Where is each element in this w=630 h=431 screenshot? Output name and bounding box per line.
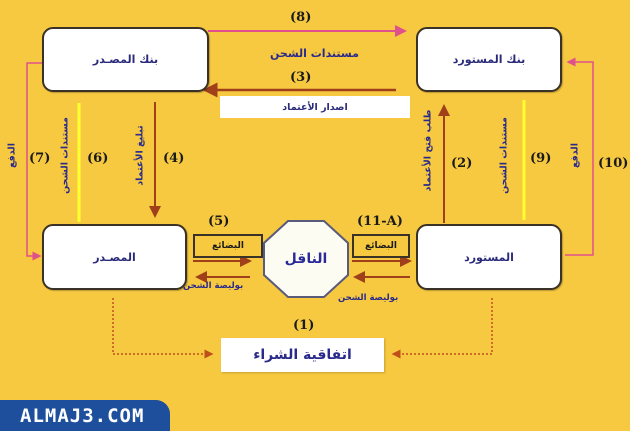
step-10-label: الدفع: [569, 142, 581, 169]
step-4-label: تبليغ الأعتماد: [134, 125, 146, 186]
node-exporter-bank: بنك المصـدر: [42, 27, 209, 92]
watermark-text: ALMAJ3.COM: [20, 404, 145, 427]
step-9-label: مستندات الشحن: [498, 117, 510, 194]
step-5-goods-label: البضائع: [212, 241, 244, 251]
node-purchase-agreement-label: اتفاقية الشراء: [253, 347, 352, 363]
step-2-number: (2): [451, 156, 473, 171]
step-11-goods-box: البضائع: [352, 234, 410, 258]
step-1-number: (1): [293, 318, 315, 333]
dotted-exporter-agreement: [112, 298, 214, 359]
step-11-bill-label: بوليصة الشحن: [338, 293, 399, 303]
arrow-step-7: [26, 62, 42, 261]
node-importer: المستورد: [416, 224, 562, 290]
step-6-label: مستندات الشحن: [59, 117, 71, 194]
node-exporter-bank-label: بنك المصـدر: [92, 53, 159, 66]
step-11-number: (11-A): [357, 214, 403, 229]
arrow-step-10: [565, 57, 594, 256]
dotted-importer-agreement: [391, 298, 493, 359]
step-10-number: (10): [598, 156, 629, 171]
step-8-label: مستندات الشحن: [270, 47, 359, 60]
step-8-number: (8): [290, 10, 312, 25]
node-purchase-agreement: اتفاقية الشراء: [221, 338, 384, 372]
node-exporter: المصـدر: [42, 224, 187, 290]
node-importer-bank-label: بنك المستورد: [452, 53, 526, 66]
node-carrier-label: الناقل: [284, 251, 328, 267]
watermark-banner: ALMAJ3.COM: [0, 400, 170, 431]
node-exporter-label: المصـدر: [93, 250, 136, 264]
step-3-label-bar: اصدار الأعتماد: [220, 96, 410, 118]
step-11-goods-label: البضائع: [365, 241, 397, 251]
node-importer-bank: بنك المستورد: [416, 27, 562, 92]
step-9-number: (9): [530, 151, 552, 166]
step-3-label: اصدار الأعتماد: [282, 101, 348, 113]
node-carrier-octagon: [263, 220, 349, 298]
step-2-label: طلب فتح الأعتماد: [422, 109, 434, 192]
step-7-label: الدفع: [6, 142, 18, 169]
step-6-number: (6): [87, 151, 109, 166]
step-7-number: (7): [29, 151, 51, 166]
step-5-number: (5): [208, 214, 230, 229]
step-5-bill-label: بوليصة الشحن: [183, 281, 244, 291]
step-5-goods-box: البضائع: [193, 234, 263, 258]
step-4-number: (4): [163, 151, 185, 166]
node-importer-label: المستورد: [464, 250, 514, 264]
step-3-number: (3): [290, 70, 312, 85]
